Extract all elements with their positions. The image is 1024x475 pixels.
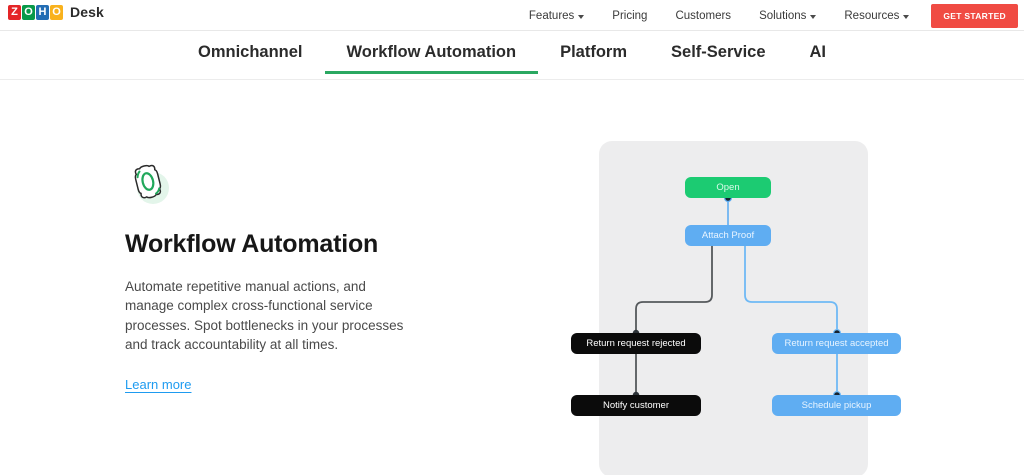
- brand-logo[interactable]: Z O H O Desk: [8, 4, 104, 20]
- edge-attach-accepted: [744, 246, 838, 333]
- flow-node-return-request-accepted[interactable]: Return request accepted: [772, 333, 901, 354]
- nav-item-resources[interactable]: Resources: [830, 0, 923, 31]
- feature-content: Workflow Automation Automate repetitive …: [125, 160, 425, 394]
- nav-label-resources: Resources: [844, 9, 900, 22]
- chevron-down-icon: [903, 14, 910, 19]
- chevron-down-icon: [578, 14, 585, 19]
- nav-label-solutions: Solutions: [759, 9, 807, 22]
- tab-self-service[interactable]: Self-Service: [671, 43, 766, 61]
- tab-omnichannel[interactable]: Omnichannel: [197, 43, 303, 61]
- product-name: Desk: [70, 4, 104, 20]
- workflow-diagram: Open Attach Proof Return request rejecte…: [560, 130, 960, 475]
- nav-item-features[interactable]: Features: [515, 0, 598, 31]
- get-started-button[interactable]: GET STARTED: [931, 3, 1018, 28]
- flow-node-attach-proof[interactable]: Attach Proof: [685, 225, 771, 246]
- flow-node-schedule-pickup[interactable]: Schedule pickup: [772, 395, 901, 416]
- tab-workflow-automation[interactable]: Workflow Automation: [324, 43, 539, 74]
- page-title: Workflow Automation: [125, 230, 379, 258]
- flow-node-return-request-rejected[interactable]: Return request rejected: [571, 333, 701, 354]
- zoho-logo-icon: Z O H O: [8, 4, 63, 20]
- learn-more-link[interactable]: Learn more: [125, 376, 192, 392]
- gear-icon: [134, 164, 162, 199]
- top-navigation-bar: Z O H O Desk Features Pricing Customers …: [0, 0, 1024, 31]
- section-tab-bar: Omnichannel Workflow Automation Platform…: [0, 31, 1024, 80]
- nav-item-pricing[interactable]: Pricing: [598, 0, 661, 31]
- logo-tile-o1: O: [22, 4, 35, 20]
- primary-nav: Features Pricing Customers Solutions Res…: [515, 0, 1024, 31]
- nav-label-customers: Customers: [675, 9, 732, 22]
- tab-list: Omnichannel Workflow Automation Platform…: [176, 31, 848, 74]
- flow-node-open[interactable]: Open: [685, 177, 771, 198]
- nav-item-customers[interactable]: Customers: [661, 0, 745, 31]
- feature-description: Automate repetitive manual actions, and …: [125, 278, 404, 353]
- flow-node-notify-customer[interactable]: Notify customer: [571, 395, 701, 416]
- edge-attach-rejected: [635, 246, 713, 333]
- nav-label-pricing: Pricing: [612, 9, 648, 22]
- logo-tile-z: Z: [8, 4, 21, 20]
- nav-item-solutions[interactable]: Solutions: [745, 0, 830, 31]
- chevron-down-icon: [810, 14, 817, 19]
- tab-platform[interactable]: Platform: [560, 43, 628, 61]
- logo-tile-o2: O: [50, 4, 63, 20]
- nav-label-features: Features: [528, 9, 575, 22]
- logo-tile-h: H: [36, 4, 49, 20]
- tab-ai[interactable]: AI: [809, 43, 827, 61]
- feature-icon-wrap: [125, 160, 173, 208]
